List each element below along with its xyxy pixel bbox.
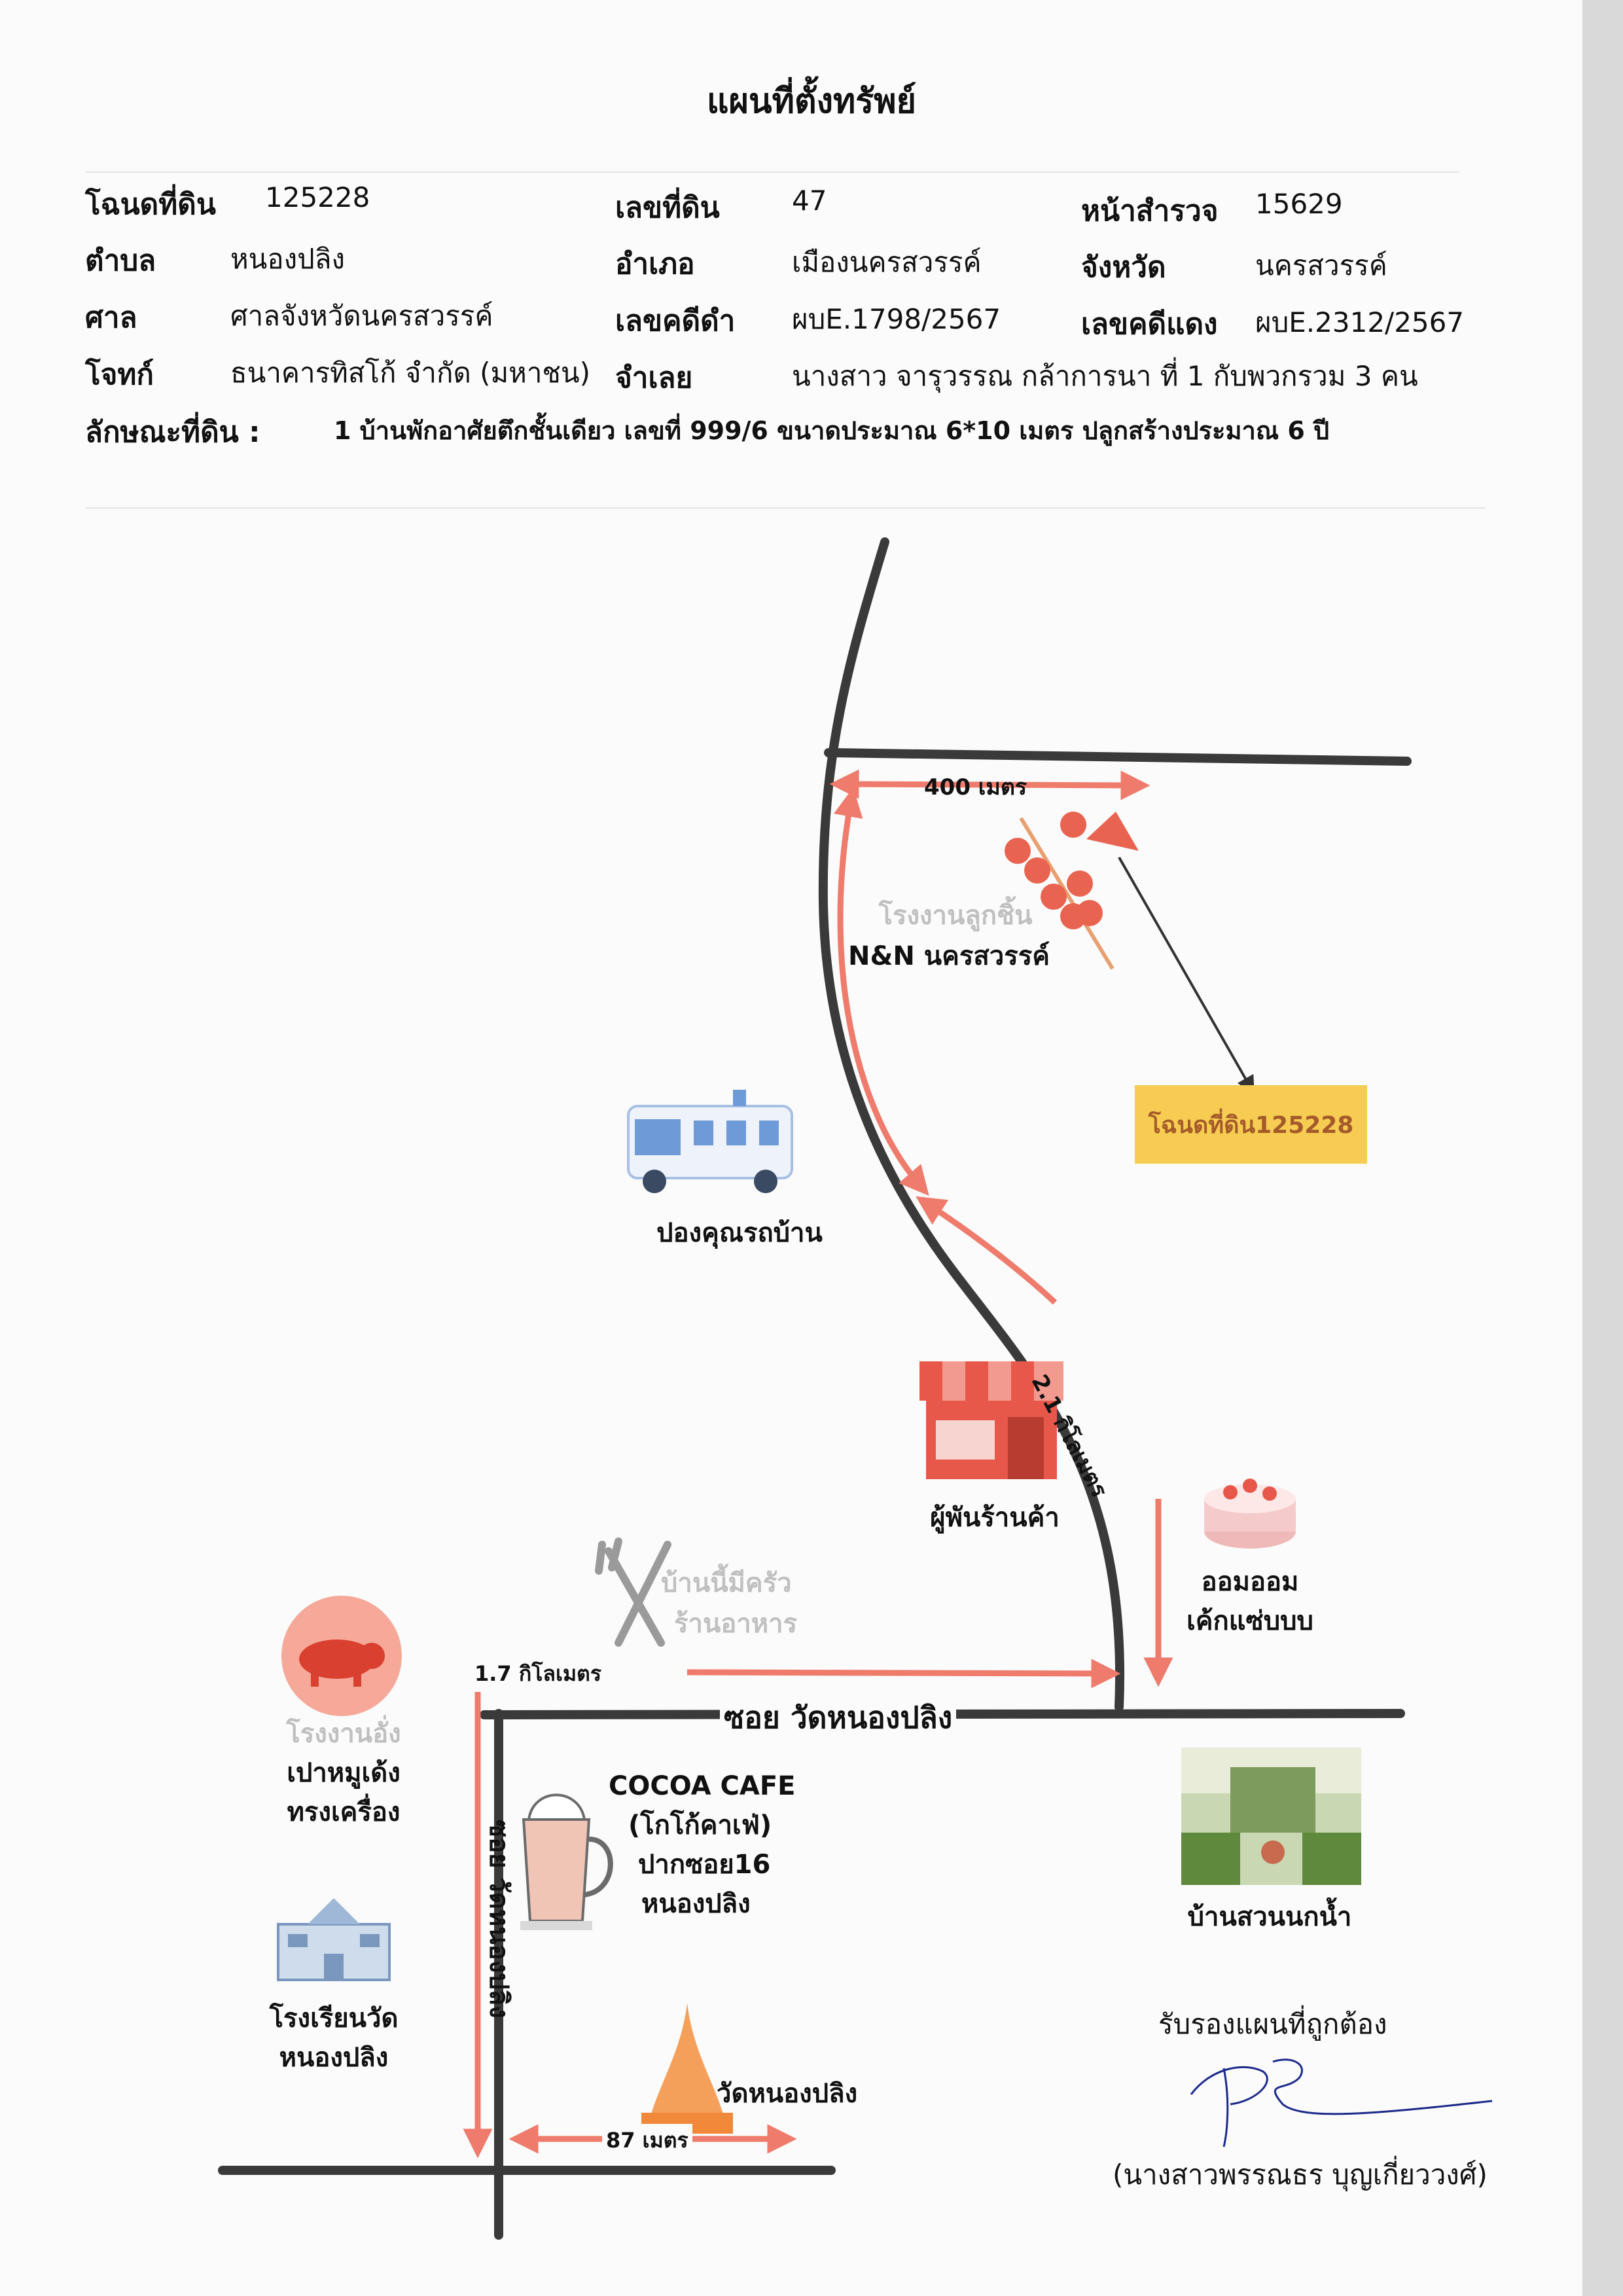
shop-label: ผู้พันร้านค้า <box>930 1503 1060 1533</box>
cafe-line2: (โกโก้คาเฟ่) <box>628 1810 772 1840</box>
kitchen-line2: ร้านอาหาร <box>674 1609 798 1639</box>
coffee-mug-icon <box>520 1793 613 1930</box>
kitchen-line1: บ้านนี้มีครัว <box>661 1568 792 1598</box>
pork-faded-label: โรงงานอั่ง <box>286 1719 401 1749</box>
divider <box>85 507 1486 509</box>
shop-icon <box>919 1361 1063 1479</box>
garden-icon <box>1181 1748 1361 1885</box>
black-case-label: เลขคดีดำ <box>615 304 736 338</box>
deed-tag-box <box>1135 1085 1367 1164</box>
divider <box>85 171 1459 173</box>
arrow-1-7km <box>687 1659 1121 1689</box>
school-icon <box>277 1898 391 1981</box>
temple-icon <box>641 2003 733 2134</box>
school-line1: โรงเรียนวัด <box>269 2003 399 2034</box>
deed-pointer-line <box>1118 857 1255 1095</box>
arrow-factory-to-rv <box>833 787 929 1196</box>
feature-label: ลักษณะที่ดิน : <box>85 416 260 449</box>
cake-line2: เค้กแซ่บบบ <box>1186 1606 1313 1636</box>
cake-line1: ออมออม <box>1201 1567 1299 1597</box>
deed-label: โฉนดที่ดิน <box>85 188 216 221</box>
distance-400m-label: 400 เมตร <box>924 774 1027 800</box>
survey-value: 15629 <box>1255 188 1343 220</box>
feature-value: 1 บ้านพักอาศัยตึกชั้นเดียว เลขที่ 999/6 … <box>334 416 1330 445</box>
side-road-label: ซอย วัดหนองปลิง <box>484 1820 514 2018</box>
survey-label: หน้าสำรวจ <box>1081 194 1219 228</box>
signature-mark <box>1190 2058 1493 2147</box>
province-label: จังหวัด <box>1081 251 1166 284</box>
court-value: ศาลจังหวัดนครสวรรค์ <box>230 300 493 332</box>
cafe-line1: COCOA CAFE <box>609 1771 796 1801</box>
plaintiff-label: โจทก์ <box>85 358 154 391</box>
arrow-400m <box>829 769 1150 800</box>
province-value: นครสวรรค์ <box>1255 249 1387 281</box>
deed-tag-label: โฉนดที่ดิน125228 <box>1148 1112 1354 1139</box>
top-cross-road <box>824 748 1412 766</box>
factory-name-label: N&N นครสวรรค์ <box>848 941 1050 971</box>
land-no-label: เลขที่ดิน <box>615 191 720 224</box>
road-network <box>218 537 1412 2240</box>
defendant-value: นางสาว จารุวรรณ กล้าการนา ที่ 1 กับพวกรว… <box>792 360 1418 392</box>
cafe-line3: ปากซอย16 <box>638 1850 771 1880</box>
pig-icon <box>281 1596 402 1716</box>
fork-knife-icon <box>595 1537 671 1647</box>
rv-icon <box>627 1090 793 1193</box>
tambon-value: หนองปลิง <box>230 243 346 275</box>
route-arrows <box>463 769 1173 2159</box>
land-no-value: 47 <box>792 185 827 217</box>
rv-label: ปองคุณรถบ้าน <box>656 1218 823 1248</box>
road-name-label: ซอย วัดหนองปลิง <box>720 1694 957 1742</box>
black-case-value: ผบE.1798/2567 <box>792 303 1001 335</box>
amphoe-label: อำเภอ <box>615 247 695 281</box>
arrow-2-1km <box>916 1196 1058 1305</box>
court-label: ศาล <box>85 301 137 334</box>
meatball-skewer-icon <box>1005 812 1139 970</box>
red-case-value: ผบE.2312/2567 <box>1255 306 1465 338</box>
plaintiff-value: ธนาคารทิสโก้ จำกัด (มหาชน) <box>230 357 591 389</box>
tambon-label: ตำบล <box>85 244 156 278</box>
factory-faded-label: โรงงานลูกชิ้น <box>878 901 1033 931</box>
garden-label: บ้านสวนนกน้ำ <box>1187 1902 1352 1932</box>
distance-1-7km-label: 1.7 กิโลเมตร <box>474 1661 601 1686</box>
page-title: แผนที่ตั้งทรัพย์ <box>707 82 916 121</box>
distance-87m-label: 87 เมตร <box>602 2124 692 2157</box>
deed-value: 125228 <box>265 181 370 213</box>
pork-line1: เปาหมูเด้ง <box>287 1758 401 1788</box>
school-line2: หนองปลิง <box>279 2043 389 2073</box>
certify-text: รับรองแผนที่ถูกต้อง <box>1158 2008 1387 2040</box>
temple-label: วัดหนองปลิง <box>717 2079 858 2109</box>
cafe-line4: หนองปลิง <box>641 1889 751 1919</box>
pork-line2: ทรงเครื่อง <box>287 1797 401 1827</box>
signer-name: (นางสาวพรรณธร บุญเกี่ยววงศ์) <box>1113 2159 1488 2191</box>
red-case-label: เลขคดีแดง <box>1081 308 1218 341</box>
cake-icon <box>1204 1479 1296 1549</box>
amphoe-value: เมืองนครสวรรค์ <box>792 246 982 278</box>
defendant-label: จำเลย <box>615 361 693 395</box>
